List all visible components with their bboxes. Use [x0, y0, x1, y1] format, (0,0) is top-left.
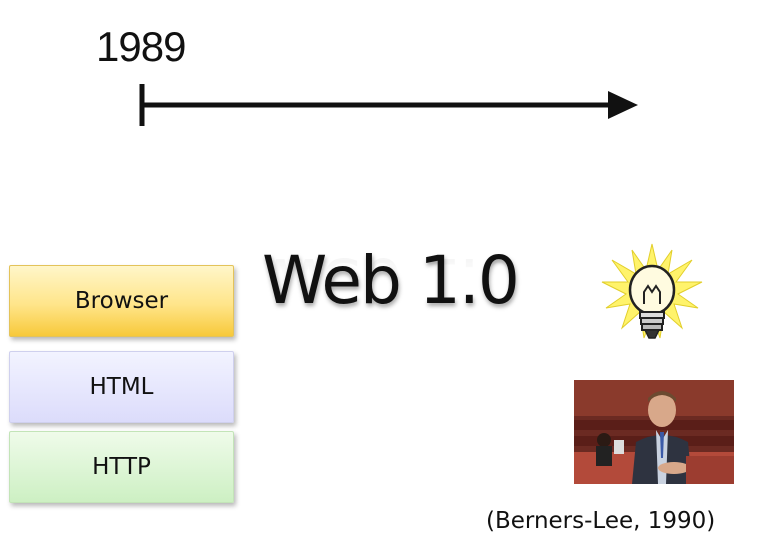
layer-browser: Browser: [9, 265, 234, 337]
citation: (Berners-Lee, 1990): [486, 508, 716, 534]
title-group: Web 1.0 Web 1.0: [262, 242, 520, 320]
page-title: Web 1.0: [262, 242, 520, 319]
timeline-year: 1989: [96, 23, 186, 70]
layer-html: HTML: [9, 351, 234, 423]
timeline-arrow: [139, 84, 638, 126]
layer-html-label: HTML: [89, 374, 154, 400]
page-title-reflection: Web 1.0: [262, 243, 518, 320]
layer-http: HTTP: [9, 431, 234, 503]
layer-http-label: HTTP: [92, 454, 151, 480]
lightbulb-icon: [601, 243, 703, 339]
layer-browser-label: Browser: [74, 288, 169, 314]
portrait-photo: [574, 380, 734, 484]
